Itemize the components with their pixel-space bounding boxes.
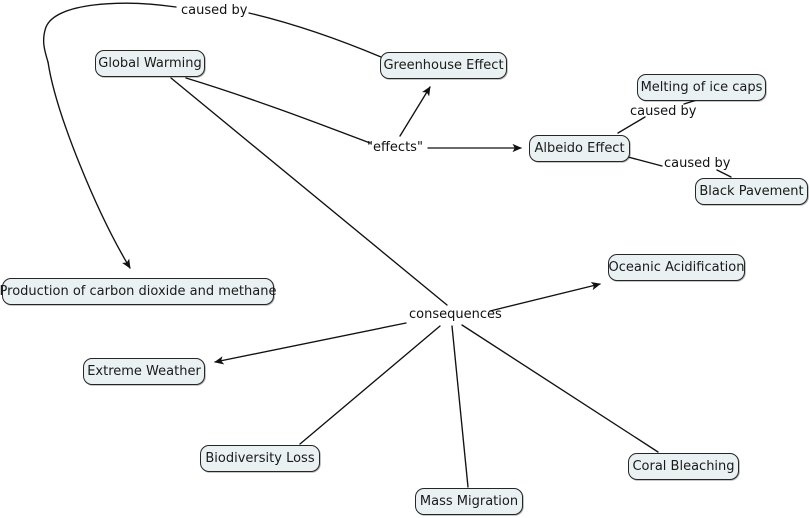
node-mass-migration[interactable]: Mass Migration — [415, 488, 523, 515]
node-greenhouse-effect[interactable]: Greenhouse Effect — [380, 52, 507, 79]
edge-label-consequences: consequences — [409, 307, 502, 322]
edge-globalwarming-to-conseq — [170, 77, 448, 306]
node-oceanic-acidification[interactable]: Oceanic Acidification — [608, 254, 745, 281]
edge-conseq-to-oceanic — [489, 281, 601, 312]
edge-effects-to-greenhouse — [399, 86, 431, 137]
edge-conseq-to-coral — [461, 324, 659, 453]
node-production-of-carbon-dioxide-and-methane[interactable]: Production of carbon dioxide and methane — [0, 278, 276, 305]
edge-conseq-to-biodiversity — [299, 325, 441, 445]
node-extreme-weather[interactable]: Extreme Weather — [83, 358, 205, 385]
edge-causedby-to-greenhouse — [248, 12, 382, 58]
edge-globalwarming-to-co2 — [47, 61, 131, 269]
edge-conseq-to-mass — [451, 325, 469, 488]
edge-label-caused-by-ice-caps: caused by — [630, 104, 697, 119]
edge-label-effects: "effects" — [367, 140, 423, 155]
node-black-pavement[interactable]: Black Pavement — [695, 178, 808, 205]
edge-conseq-to-extreme — [214, 322, 407, 365]
edge-globalwarming-to-effects — [185, 77, 371, 144]
node-biodiversity-loss[interactable]: Biodiversity Loss — [200, 445, 320, 472]
edge-globalwarming-to-causedby — [42, 2, 177, 63]
node-albeido-effect[interactable]: Albeido Effect — [529, 135, 630, 162]
node-global-warming[interactable]: Global Warming — [95, 50, 205, 77]
edge-label-caused-by-black-pavement: caused by — [664, 156, 731, 171]
edge-label-caused-by-top: caused by — [181, 3, 248, 18]
edge-albeido-to-causedby-ice — [617, 116, 646, 134]
node-coral-bleaching[interactable]: Coral Bleaching — [628, 453, 739, 480]
edge-albeido-to-causedby-pav — [627, 156, 663, 167]
node-melting-of-ice-caps[interactable]: Melting of ice caps — [637, 74, 766, 101]
edge-causedby-pav-to-black — [716, 169, 732, 178]
